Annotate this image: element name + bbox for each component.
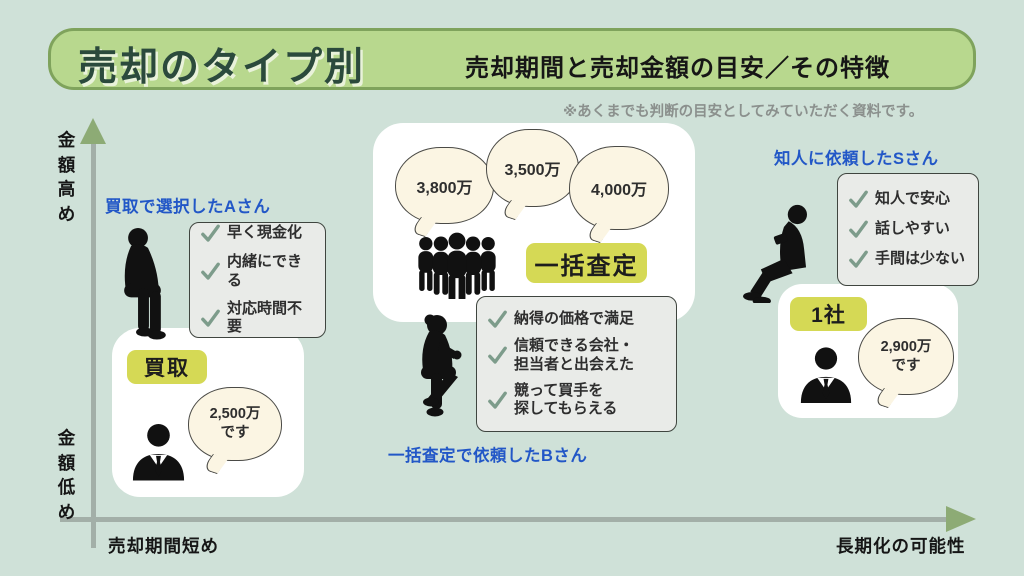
feature-label: 内緒にできる (227, 253, 303, 289)
page-subtitle: 売却期間と売却金額の目安／その特徴 (465, 55, 890, 82)
check-icon (201, 309, 220, 327)
check-icon (849, 190, 868, 208)
feature-label: 知人で安心 (875, 190, 951, 208)
method-label-one-company: 1社 (790, 297, 867, 331)
crowd-icon (412, 231, 502, 299)
persona-a-title: 買取で選択したAさん (105, 198, 271, 216)
feature-label: 対応時間不要 (227, 299, 303, 336)
persona-s-feature-box: 知人で安心 話しやすい 手間は少ない (837, 173, 979, 286)
check-icon (849, 220, 868, 238)
feature-label: 納得の価格で満足 (514, 310, 635, 328)
feature-label: 話しやすい (875, 220, 950, 238)
feature-label: 手間は少ない (875, 250, 966, 268)
method-label-ikkatsu: 一括査定 (526, 243, 647, 283)
offer-bubble-2: 3,500万 (486, 129, 579, 207)
header-band (48, 28, 976, 90)
feature-label: 早く現金化 (227, 224, 303, 242)
x-axis-arrow-icon (946, 506, 976, 532)
feature-row: 話しやすい (848, 219, 968, 240)
page-title: 売却のタイプ別 (78, 46, 366, 89)
sitting-person-phone-icon (740, 203, 824, 303)
feature-row: 対応時間不要 (200, 300, 315, 338)
price-quote-bubble: 2,900万 です (858, 318, 954, 395)
persona-s-title: 知人に依頼したSさん (774, 150, 939, 168)
sitting-man-icon (110, 227, 176, 341)
businessman-icon (129, 420, 188, 482)
disclaimer-note: ※あくまでも判断の目安としてみていただく資料です。 (563, 104, 924, 120)
check-icon (488, 310, 507, 328)
method-label-kaitori: 買取 (127, 350, 207, 384)
check-icon (201, 224, 220, 242)
offer-bubble-3: 4,000万 (569, 146, 669, 230)
x-axis-line (60, 517, 948, 522)
check-icon (201, 262, 220, 280)
feature-row: 手間は少ない (848, 249, 968, 270)
x-axis-label-long: 長期化の可能性 (836, 536, 966, 556)
check-icon (849, 250, 868, 268)
y-axis-line (91, 132, 96, 548)
check-icon (488, 346, 507, 364)
persona-b-feature-box: 納得の価格で満足 信頼できる会社・ 担当者と出会えた 競って買手を 探してもらえ… (476, 296, 677, 432)
feature-label: 信頼できる会社・ 担当者と出会えた (514, 337, 635, 373)
feature-row: 内緒にできる (200, 253, 315, 291)
persona-a-feature-box: 早く現金化 内緒にできる 対応時間不要 (189, 222, 326, 338)
offer-bubble-1: 3,800万 (395, 147, 494, 224)
x-axis-label-short: 売却期間短め (108, 536, 219, 556)
y-axis-label-low: 金額低め (57, 428, 76, 522)
feature-row: 納得の価格で満足 (487, 309, 666, 330)
feature-row: 競って買手を 探してもらえる (487, 382, 666, 420)
businessman-icon (797, 344, 855, 404)
feature-row: 知人で安心 (848, 189, 968, 210)
price-quote-bubble: 2,500万 です (188, 387, 282, 461)
feature-label: 競って買手を 探してもらえる (514, 381, 618, 418)
sitting-woman-icon (402, 312, 478, 424)
feature-row: 早く現金化 (200, 223, 315, 244)
y-axis-arrow-icon (80, 118, 106, 144)
check-icon (488, 391, 507, 409)
feature-row: 信頼できる会社・ 担当者と出会えた (487, 337, 666, 375)
persona-b-title: 一括査定で依頼したBさん (388, 447, 588, 465)
y-axis-label-high: 金額高め (57, 130, 76, 224)
